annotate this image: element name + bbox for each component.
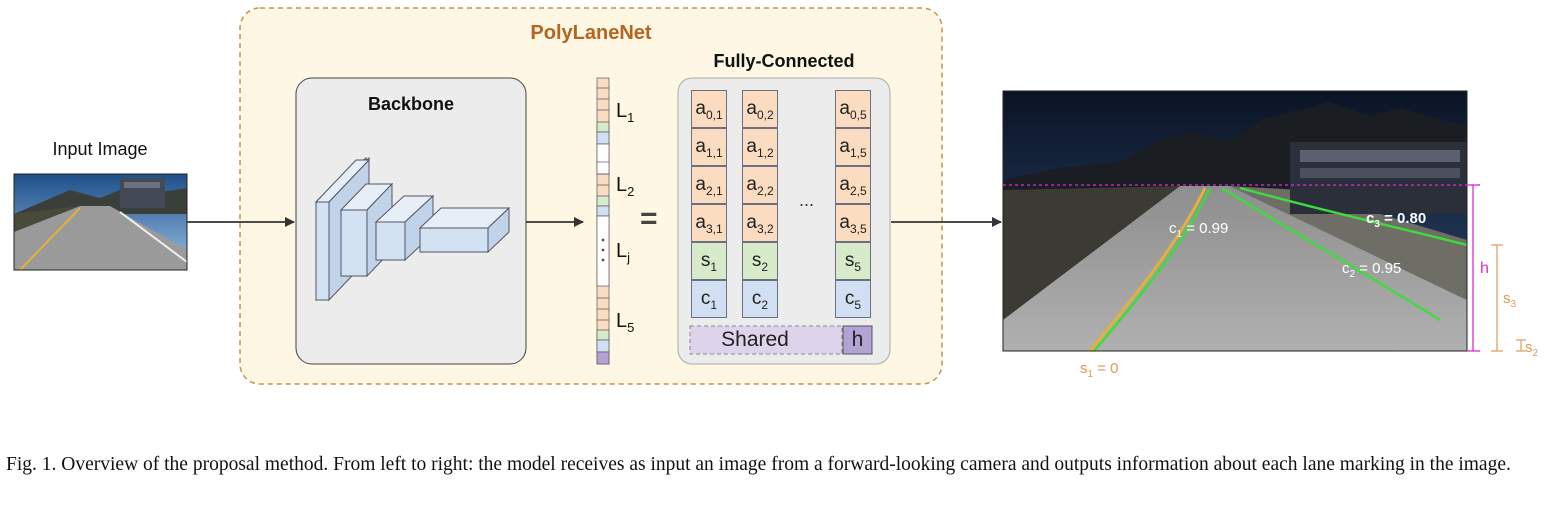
shared-label: Shared — [721, 328, 789, 351]
lane-label-j: Lj — [616, 240, 631, 265]
fc-cell: a3,1 — [691, 204, 727, 242]
lane-label-1: L1 — [616, 100, 635, 125]
fc-cell: c5 — [835, 280, 871, 318]
lane-line-c1 — [1093, 187, 1212, 352]
annotation-h: h — [1480, 260, 1489, 277]
input-image-thumbnail — [13, 173, 188, 271]
fc-cell: a1,5 — [835, 128, 871, 166]
fc-cell: c1 — [691, 280, 727, 318]
fc-cell: a0,5 — [835, 90, 871, 128]
fc-cell: s5 — [835, 242, 871, 280]
shared-h-label: h — [851, 328, 864, 351]
lane-label-2: L2 — [616, 174, 635, 199]
lane-label-5: L5 — [616, 310, 635, 335]
fc-cell: a3,5 — [835, 204, 871, 242]
columns-ellipsis: ... — [799, 190, 815, 210]
fc-cell: a1,2 — [742, 128, 778, 166]
figure-caption: Fig. 1. Overview of the proposal method.… — [6, 454, 1511, 475]
fc-cell: a1,1 — [691, 128, 727, 166]
annotation-s2: s2 — [1525, 339, 1539, 359]
output-image — [1002, 90, 1468, 352]
lane-line-c2 — [1221, 186, 1441, 322]
input-image-label: Input Image — [52, 139, 147, 159]
shared-h-cell — [842, 325, 873, 355]
fc-cell: a2,2 — [742, 166, 778, 204]
fc-cell: s2 — [742, 242, 778, 280]
fc-cell: c2 — [742, 280, 778, 318]
polylanenet-title: PolyLaneNet — [530, 22, 651, 44]
annotation-s1: s1 = 0 — [1080, 360, 1119, 380]
fc-cell: a2,5 — [835, 166, 871, 204]
annotation-c2: c2 = 0.95 — [1342, 260, 1402, 280]
diagram-canvas: PolyLaneNet Input Image Backbone — [13, 7, 1526, 385]
annotation-c3: c3 = 0.80 — [1366, 210, 1427, 230]
fc-cell: s1 — [691, 242, 727, 280]
s3-bracket — [1491, 244, 1503, 352]
annotation-c1: c1 = 0.99 — [1169, 220, 1229, 240]
lane-line-c3 — [1239, 186, 1468, 247]
fc-cell: a3,2 — [742, 204, 778, 242]
annotation-s3: s3 — [1503, 290, 1517, 310]
backbone-label: Backbone — [368, 94, 454, 114]
shared-cell — [689, 325, 843, 355]
fc-cell: a0,1 — [691, 90, 727, 128]
h-bracket — [1467, 184, 1480, 352]
fully-connected-label: Fully-Connected — [713, 51, 854, 71]
fc-cell: a2,1 — [691, 166, 727, 204]
s2-bracket — [1516, 339, 1526, 352]
equals-sign: = — [640, 202, 658, 235]
fc-cell: a0,2 — [742, 90, 778, 128]
backbone-layers-illustration — [314, 156, 511, 302]
output-vector — [596, 77, 610, 365]
